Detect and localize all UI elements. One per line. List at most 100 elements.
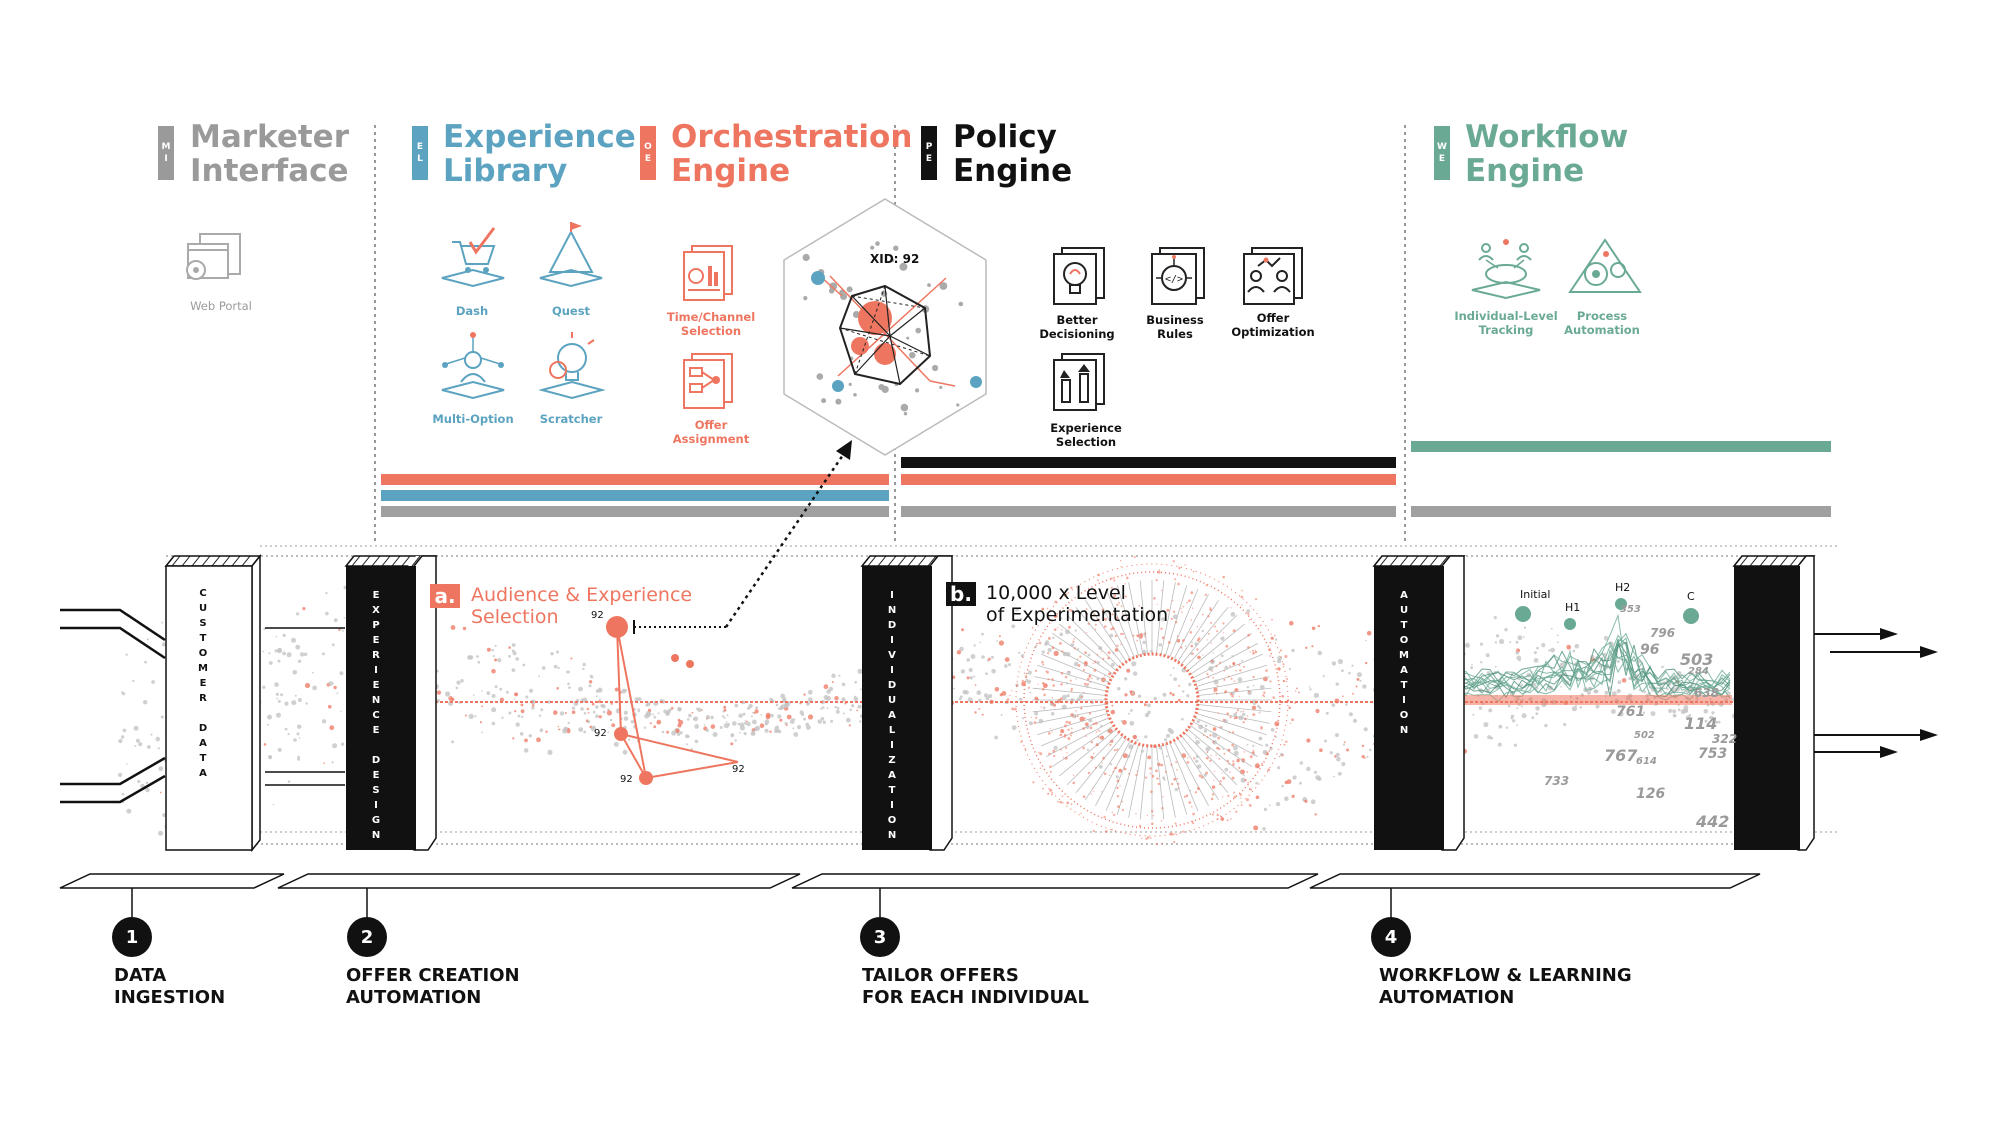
individual-level-tracking-label: Individual-Level Tracking [1454, 309, 1558, 337]
graph-node-label: 92 [594, 728, 607, 739]
gate-letter: O [198, 648, 208, 659]
time-channel-selection-label: Time/Channel Selection [666, 310, 756, 338]
stage-3-badge: 3 [860, 917, 900, 957]
gate-letter: I [890, 800, 894, 811]
gate-letter: L [888, 725, 896, 736]
gate-letter: I [890, 635, 894, 646]
workflow-number: 753 [1698, 746, 1728, 762]
multi-option-label: Multi-Option [432, 412, 514, 426]
gate-letter: A [199, 738, 207, 749]
graph-node-label: 92 [591, 610, 604, 621]
workflow-number: 442 [1696, 812, 1730, 831]
workflow-number: 761 [1616, 704, 1646, 720]
annotation-a-badge: a. [430, 584, 460, 608]
experience-selection-icon [1053, 353, 1105, 411]
gate-letter: E [372, 590, 380, 601]
quest-icon [539, 222, 603, 288]
workflow-number: 733 [1544, 774, 1570, 788]
individual-level-tracking-icon [1471, 239, 1541, 300]
orchestration-engine-title: Orchestration Engine [671, 119, 913, 189]
gate-letter: T [1400, 620, 1408, 631]
business-rules-icon: </> [1151, 247, 1205, 305]
gate-letter: C [199, 588, 207, 599]
better-decisioning-label: Better Decisioning [1039, 313, 1115, 341]
gate-letter: C [372, 710, 380, 721]
workflow-engine-title: Workflow Engine [1465, 119, 1629, 189]
gate-letter: D [887, 620, 897, 631]
output-gate [1732, 555, 1816, 851]
gate-letter [201, 706, 204, 721]
gate-letter: D [887, 680, 897, 691]
workflow-number: 114 [1684, 714, 1718, 733]
gate-letter: E [372, 680, 380, 691]
automation-gate [1372, 555, 1466, 851]
gate-letter: M [1399, 650, 1409, 661]
workflow-number: 502 [1634, 730, 1655, 741]
business-rules-label: Business Rules [1146, 313, 1204, 341]
gate-letter: O [887, 815, 897, 826]
graph-node-label: 92 [732, 764, 745, 775]
gate-letter: V [888, 650, 896, 661]
gate-letter: D [198, 723, 208, 734]
workflow-number: 96 [1640, 642, 1660, 658]
stage-timeline [59, 873, 1761, 918]
gate-letter: T [1400, 680, 1408, 691]
graph-node-label: 92 [620, 774, 633, 785]
engine-bars [381, 441, 1831, 517]
marker-label-h2: H2 [1615, 581, 1631, 594]
xid-hexagon [783, 198, 987, 456]
gate-letter: N [1399, 725, 1409, 736]
gate-letter: A [1400, 590, 1408, 601]
gate-letter: N [887, 605, 897, 616]
gate-letter: D [371, 755, 381, 766]
workflow-number: 614 [1636, 756, 1657, 767]
gate-letter: U [1399, 605, 1409, 616]
gate-letter: N [887, 830, 897, 841]
gate-letter: R [372, 650, 380, 661]
workflow-number: 322 [1712, 732, 1738, 746]
marketer-interface-title: Marketer Interface [190, 119, 349, 189]
stage-1-label: DATA INGESTION [114, 965, 226, 1008]
gate-letter: N [371, 695, 381, 706]
annotation-b-badge: b. [946, 582, 976, 606]
stage-2-badge: 2 [347, 917, 387, 957]
workflow-number: 796 [1650, 626, 1676, 640]
stage-4-label: WORKFLOW & LEARNING AUTOMATION [1379, 965, 1632, 1008]
gate-letter: A [1400, 665, 1408, 676]
gate-letter: R [199, 693, 207, 704]
multi-option-icon [441, 332, 505, 400]
audience-graph [606, 616, 739, 785]
gate-letter: I [374, 800, 378, 811]
gate-letter: T [199, 633, 207, 644]
annotation-b-text: 10,000 x Level of Experimentation [986, 582, 1169, 626]
gate-letter: T [888, 785, 896, 796]
individualization-gate [860, 555, 954, 851]
svg-text:</>: </> [1165, 274, 1183, 285]
gate-letter: A [199, 768, 207, 779]
gate-letter: A [888, 770, 896, 781]
gate-letter: S [199, 618, 207, 629]
stage-4-badge: 4 [1371, 917, 1411, 957]
gate-letter: Z [888, 755, 896, 766]
policy-engine-title: Policy Engine [953, 119, 1073, 189]
scratcher-icon [538, 332, 606, 400]
gate-letter: T [199, 753, 207, 764]
time-channel-selection-icon [683, 245, 733, 301]
stage-1-badge: 1 [112, 917, 152, 957]
scratcher-label: Scratcher [539, 412, 603, 426]
gate-letter: E [372, 770, 380, 781]
quest-label: Quest [551, 304, 591, 318]
dash-label: Dash [455, 304, 489, 318]
stage-3-label: TAILOR OFFERS FOR EACH INDIVIDUAL [862, 965, 1089, 1008]
marker-label-h1: H1 [1565, 601, 1581, 614]
annotation-a-text: Audience & Experience Selection [471, 584, 693, 628]
workflow-number: 126 [1636, 786, 1666, 802]
web-portal-icon [186, 233, 241, 280]
